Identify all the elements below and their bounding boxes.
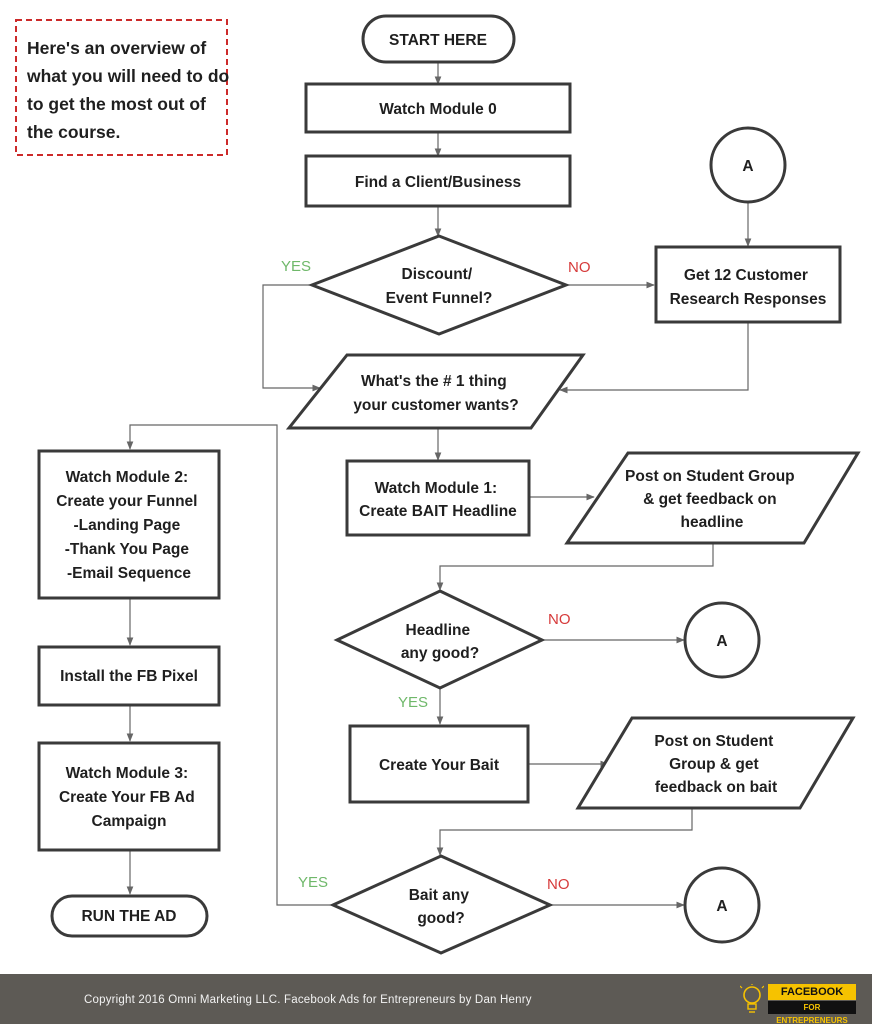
post-headline-label: Post on Student Group & get feedback on … bbox=[625, 468, 799, 531]
brand-name-top: FACEBOOK ADS bbox=[768, 984, 856, 1014]
connector-a-bait bbox=[683, 866, 761, 944]
watch-module-2-label: Watch Module 2: Create your Funnel -Land… bbox=[56, 469, 202, 582]
headline-decision-label: Headline any good? bbox=[401, 622, 479, 662]
post-bait-label: Post on Student Group & get feedback on … bbox=[654, 733, 777, 796]
discount-decision-node bbox=[307, 234, 571, 336]
connector-a-top bbox=[709, 126, 787, 204]
bait-yes-label: YES bbox=[298, 874, 328, 891]
bait-no-label: NO bbox=[547, 876, 570, 893]
watch-module-3-label: Watch Module 3: Create Your FB Ad Campai… bbox=[59, 765, 199, 830]
post-bait-node bbox=[575, 716, 856, 810]
overview-note bbox=[15, 19, 228, 156]
number-one-thing-label: What's the # 1 thing your customer wants… bbox=[353, 373, 518, 414]
watch-module-0-node bbox=[304, 82, 572, 134]
edge-research-number-one bbox=[559, 322, 749, 394]
watch-module-2-node bbox=[37, 449, 221, 600]
edge-discount-yes-number-one bbox=[262, 284, 321, 392]
edge-post-bait-decision bbox=[436, 808, 693, 856]
customer-research-node bbox=[654, 245, 842, 324]
flowchart-edges bbox=[126, 62, 752, 909]
start-node-label: START HERE bbox=[389, 32, 487, 49]
connector-a-headline bbox=[683, 601, 761, 679]
run-the-ad-node bbox=[50, 894, 209, 938]
install-pixel-label: Install the FB Pixel bbox=[60, 668, 198, 685]
run-the-ad-label: RUN THE AD bbox=[81, 908, 176, 925]
headline-no-label: NO bbox=[548, 611, 571, 628]
post-headline-node bbox=[564, 451, 861, 545]
discount-decision-label: Discount/ Event Funnel? bbox=[386, 266, 493, 307]
create-bait-node bbox=[348, 724, 530, 804]
footer: Copyright 2016 Omni Marketing LLC. Faceb… bbox=[0, 974, 872, 1025]
watch-module-0-label: Watch Module 0 bbox=[379, 101, 496, 118]
bait-decision-node bbox=[329, 854, 554, 955]
overview-note-text: Here's an overview of what you will need… bbox=[26, 38, 234, 142]
discount-yes-label: YES bbox=[281, 258, 311, 275]
connector-a-headline-label: A bbox=[716, 633, 727, 650]
watch-module-1-node bbox=[345, 459, 531, 537]
brand-logo: FACEBOOK ADS FOR ENTREPRENEURS bbox=[740, 982, 858, 1025]
connector-a-bait-label: A bbox=[716, 898, 727, 915]
customer-research-label: Get 12 Customer Research Responses bbox=[670, 267, 827, 308]
find-client-label: Find a Client/Business bbox=[355, 174, 521, 191]
bait-decision-label: Bait any good? bbox=[409, 887, 474, 927]
watch-module-1-label: Watch Module 1: Create BAIT Headline bbox=[359, 480, 517, 520]
brand-name-bottom: FOR ENTREPRENEURS bbox=[768, 1001, 856, 1025]
flowchart: Here's an overview of what you will need… bbox=[15, 14, 861, 955]
watch-module-3-node bbox=[37, 741, 221, 852]
headline-decision-node bbox=[333, 589, 546, 690]
lightbulb-icon bbox=[740, 984, 764, 1013]
start-node bbox=[361, 14, 516, 64]
find-client-node bbox=[304, 154, 572, 208]
headline-yes-label: YES bbox=[398, 694, 428, 711]
edge-bait-yes-module2 bbox=[126, 424, 333, 906]
number-one-thing-node bbox=[285, 353, 586, 430]
copyright-text: Copyright 2016 Omni Marketing LLC. Faceb… bbox=[84, 994, 532, 1006]
connector-a-top-label: A bbox=[742, 158, 753, 175]
edge-post-headline-decision bbox=[436, 543, 714, 591]
install-pixel-node bbox=[37, 645, 221, 707]
create-bait-label: Create Your Bait bbox=[379, 757, 499, 774]
discount-no-label: NO bbox=[568, 259, 591, 276]
